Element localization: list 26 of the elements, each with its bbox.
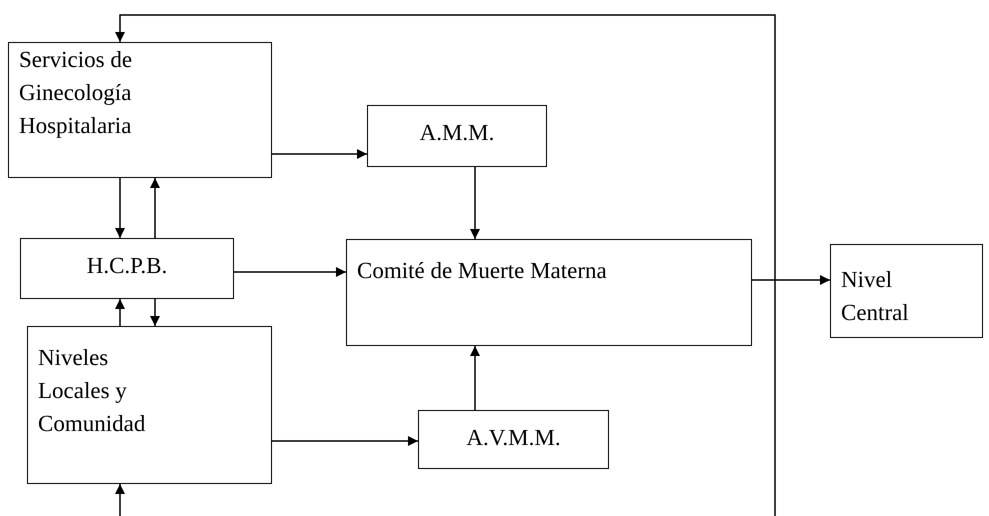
box-label: Nivel Central	[841, 266, 910, 327]
process-box	[8, 42, 272, 178]
process-box	[367, 105, 547, 167]
arrow	[150, 178, 160, 238]
arrow	[115, 14, 776, 516]
arrow	[470, 346, 480, 410]
box-label: H.C.P.B.	[86, 253, 168, 278]
arrow	[272, 149, 367, 159]
arrow	[234, 267, 346, 277]
arrow	[150, 299, 160, 326]
arrow	[470, 167, 480, 239]
arrow	[752, 275, 830, 285]
box-label: Servicios de Ginecología Hospitalaria	[19, 46, 134, 140]
process-box	[830, 244, 983, 338]
box-label: Comité de Muerte Materna	[357, 258, 607, 283]
arrow	[272, 436, 418, 446]
arrow	[115, 299, 125, 326]
box-label: A.V.M.M.	[466, 425, 561, 450]
process-box	[418, 410, 609, 469]
process-box	[346, 239, 752, 346]
box-label: A.M.M.	[420, 120, 494, 145]
process-box	[27, 326, 272, 484]
process-box	[20, 238, 234, 299]
box-label: Niveles Locales y Comunidad	[38, 344, 146, 438]
arrow	[115, 178, 125, 238]
arrow	[115, 484, 125, 516]
